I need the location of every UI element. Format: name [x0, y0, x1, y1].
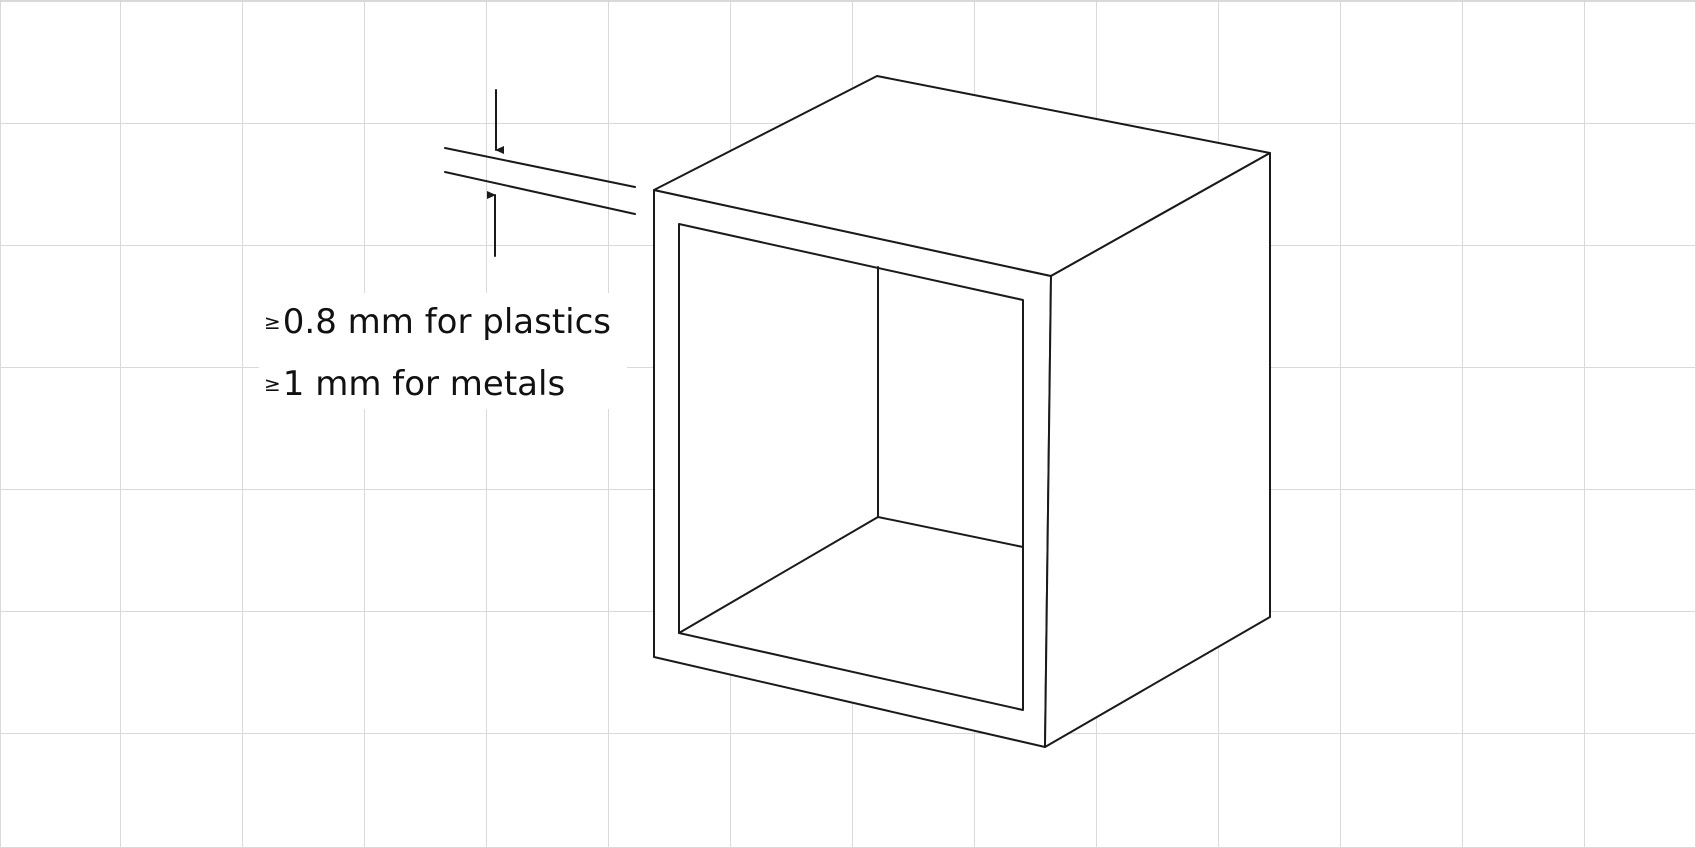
plastics-thickness-text: 0.8 mm for plastics — [282, 302, 612, 342]
thickness-extension-top — [444, 147, 636, 188]
box-side-face — [1044, 152, 1271, 748]
greater-equal-symbol: ≥ — [264, 372, 281, 396]
thickness-label-plastics: ≥0.8 mm for plastics — [264, 305, 611, 339]
cavity-floor-edge-left — [678, 516, 879, 634]
greater-equal-symbol: ≥ — [264, 310, 281, 334]
box-front-face — [653, 189, 1052, 748]
cavity-opening — [678, 223, 1024, 711]
metals-thickness-text: 1 mm for metals — [282, 364, 566, 404]
thickness-label-metals: ≥1 mm for metals — [264, 367, 565, 401]
cavity-floor-edge-back — [877, 516, 1024, 548]
thickness-extension-bottom — [444, 171, 636, 215]
thickness-label-background — [259, 293, 627, 409]
